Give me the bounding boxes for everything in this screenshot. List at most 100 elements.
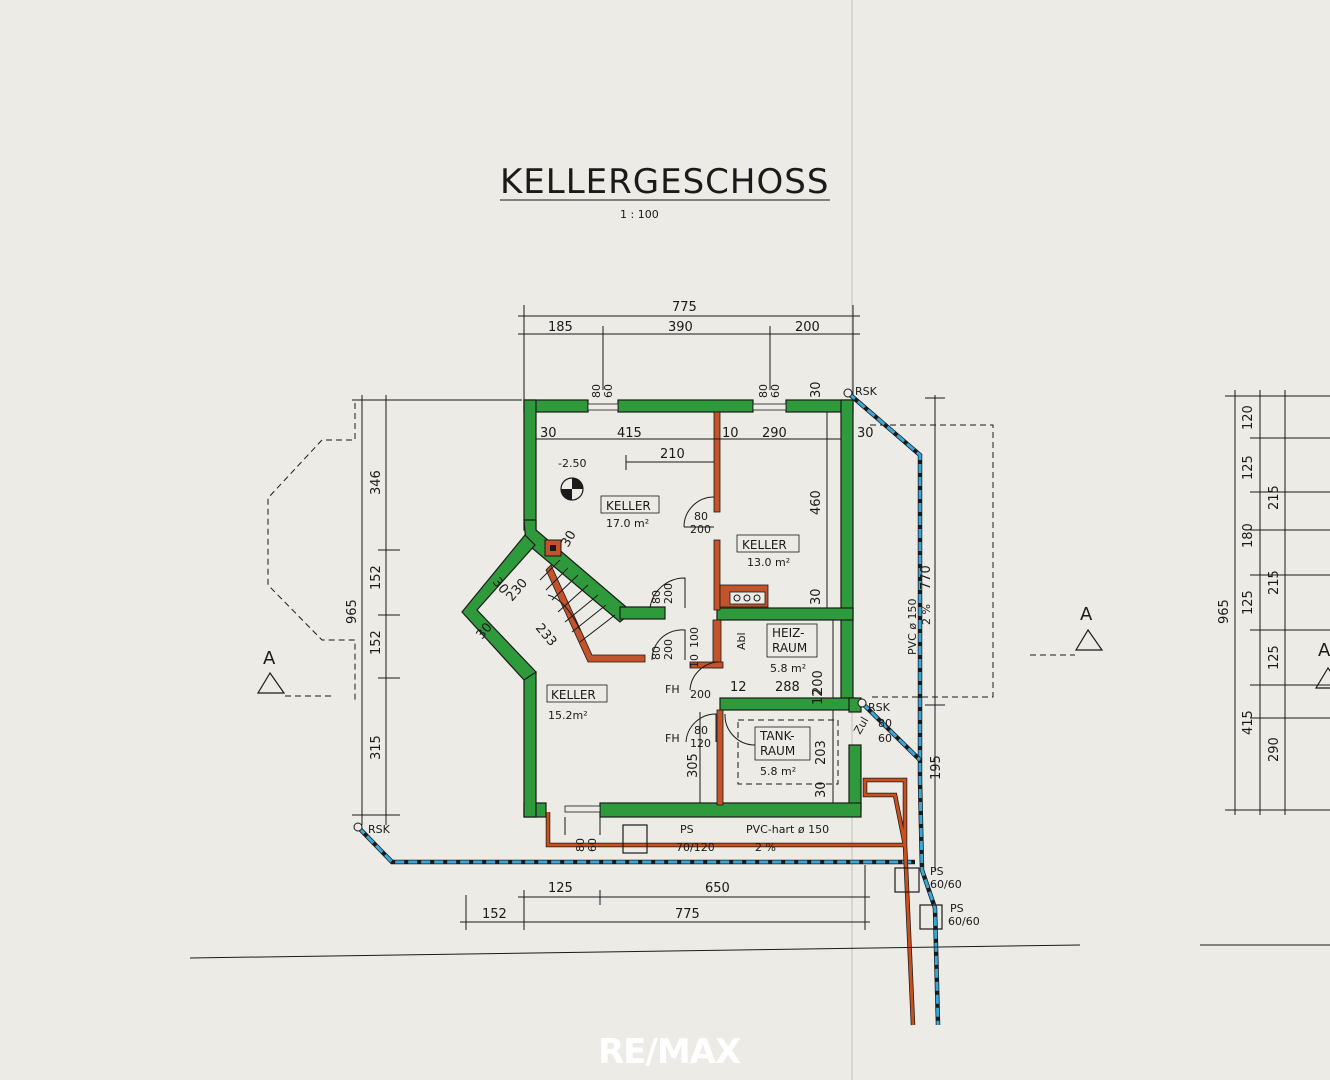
svg-text:80: 80 xyxy=(878,717,892,730)
room-label: KELLER xyxy=(742,538,787,552)
water-line xyxy=(356,391,941,1026)
room-area: 13.0 m² xyxy=(747,556,790,569)
dim-elev-h: 415 xyxy=(1241,710,1256,735)
svg-text:60: 60 xyxy=(878,732,892,745)
ps-label-2: PS xyxy=(930,865,944,878)
room-heizraum: HEIZ- RAUM 5.8 m² xyxy=(766,623,818,675)
svg-text:203: 203 xyxy=(814,740,829,765)
svg-text:770: 770 xyxy=(919,565,934,590)
room-label: TANK- xyxy=(759,729,795,743)
dim-elev-a: 120 xyxy=(1241,405,1256,430)
dim-top-b: 390 xyxy=(668,320,693,335)
room-label: KELLER xyxy=(606,499,651,513)
room-area: 5.8 m² xyxy=(760,765,796,778)
staircase xyxy=(539,539,616,643)
plan-title: KELLERGESCHOSS xyxy=(500,162,829,202)
svg-text:30: 30 xyxy=(857,426,874,441)
dim-elev-i: 290 xyxy=(1267,737,1282,762)
svg-text:460: 460 xyxy=(809,490,824,515)
dim-left-total: 965 xyxy=(345,599,360,624)
dim-bottom-d: 775 xyxy=(675,907,700,922)
svg-text:10: 10 xyxy=(688,654,701,668)
watermark-text: RE/MAX xyxy=(598,1032,741,1072)
dim-elev-f: 125 xyxy=(1241,590,1256,615)
svg-text:30: 30 xyxy=(809,381,824,398)
remax-watermark: RE/MAX xyxy=(598,1032,742,1072)
svg-text:10: 10 xyxy=(722,426,739,441)
room-keller-2: KELLER 13.0 m² xyxy=(736,534,800,569)
dim-left-b: 152 xyxy=(369,565,384,590)
svg-text:200: 200 xyxy=(690,523,711,536)
pvc-right-label: PVC ø 150 xyxy=(906,598,919,655)
bottom-dimensions: 125 650 152 775 xyxy=(189,865,1081,959)
room-keller-3: KELLER 15.2m² xyxy=(546,684,608,722)
dim-elev-b: 125 xyxy=(1241,455,1256,480)
svg-text:290: 290 xyxy=(762,426,787,441)
svg-text:30: 30 xyxy=(809,588,824,605)
section-marker-left: A xyxy=(256,648,335,697)
dim-left-c: 152 xyxy=(369,630,384,655)
dashed-outlines xyxy=(267,399,1075,700)
level-marker: -2.50 xyxy=(558,457,586,501)
dim-left-a: 346 xyxy=(369,470,384,495)
dim-elev-c: 215 xyxy=(1267,485,1282,510)
svg-text:288: 288 xyxy=(775,680,800,695)
room-tankraum: TANK- RAUM 5.8 m² xyxy=(754,726,811,778)
svg-text:12: 12 xyxy=(730,680,747,695)
svg-text:200: 200 xyxy=(811,670,826,695)
svg-text:210: 210 xyxy=(660,447,685,462)
svg-text:200: 200 xyxy=(662,583,675,604)
svg-text:415: 415 xyxy=(617,426,642,441)
interior-dim-lines xyxy=(536,395,945,870)
dim-elev-total: 965 xyxy=(1217,599,1232,624)
svg-text:80: 80 xyxy=(694,724,708,737)
ps-label-1: PS xyxy=(680,823,694,836)
ps-size-2: 60/60 xyxy=(930,878,962,891)
dim-top-c: 200 xyxy=(795,320,820,335)
room-label: HEIZ- xyxy=(772,626,804,640)
room-keller-1: KELLER 17.0 m² xyxy=(600,495,660,530)
dim-top-total: 775 xyxy=(672,300,697,315)
svg-text:60: 60 xyxy=(602,384,615,398)
abl-label: Abl xyxy=(735,632,748,650)
section-marker-mid: A xyxy=(1074,604,1104,651)
room-label-2: RAUM xyxy=(772,641,807,655)
svg-text:30: 30 xyxy=(814,781,829,798)
svg-text:305: 305 xyxy=(686,753,701,778)
svg-text:A: A xyxy=(263,648,276,669)
room-area: 17.0 m² xyxy=(606,517,649,530)
dimension-labels: 30 415 10 290 30 30 210 460 30 30 30 30 … xyxy=(474,381,944,798)
ps-size-3: 60/60 xyxy=(948,915,980,928)
room-label-2: RAUM xyxy=(760,744,795,758)
plan-scale: 1 : 100 xyxy=(620,208,659,221)
level-value: -2.50 xyxy=(558,457,586,470)
svg-text:120: 120 xyxy=(690,737,711,750)
right-elevation-dimensions: 965 120 125 215 180 215 125 125 415 290 xyxy=(1200,390,1330,946)
svg-text:30: 30 xyxy=(540,426,557,441)
section-marker-right: A xyxy=(1314,640,1330,689)
svg-text:100: 100 xyxy=(688,627,701,648)
ps-size-1: 70/120 xyxy=(676,841,715,854)
ps-label-3: PS xyxy=(950,902,964,915)
pvc-hart-label: PVC-hart ø 150 xyxy=(746,823,829,836)
windows xyxy=(564,403,787,835)
window-labels: 80 60 80 60 80 60 xyxy=(574,384,782,852)
zul-label: Zul xyxy=(851,715,871,737)
svg-text:200: 200 xyxy=(662,639,675,660)
dim-top-a: 185 xyxy=(548,320,573,335)
inspection-shafts xyxy=(353,388,943,930)
svg-text:200: 200 xyxy=(690,688,711,701)
sewer-line xyxy=(545,777,916,1026)
rsk-label-1: RSK xyxy=(855,385,878,398)
dim-bottom-a: 125 xyxy=(548,881,573,896)
tank-outline xyxy=(737,719,839,785)
fh-label-2: FH xyxy=(665,732,680,745)
svg-text:60: 60 xyxy=(769,384,782,398)
dim-elev-g: 125 xyxy=(1267,645,1282,670)
rsk-label-2: RSK xyxy=(368,823,391,836)
dim-bottom-b: 650 xyxy=(705,881,730,896)
svg-text:80: 80 xyxy=(694,510,708,523)
fh-label-1: FH xyxy=(665,683,680,696)
top-dimensions: 775 185 390 200 xyxy=(518,300,860,400)
slope-bottom-label: 2 % xyxy=(755,841,776,854)
